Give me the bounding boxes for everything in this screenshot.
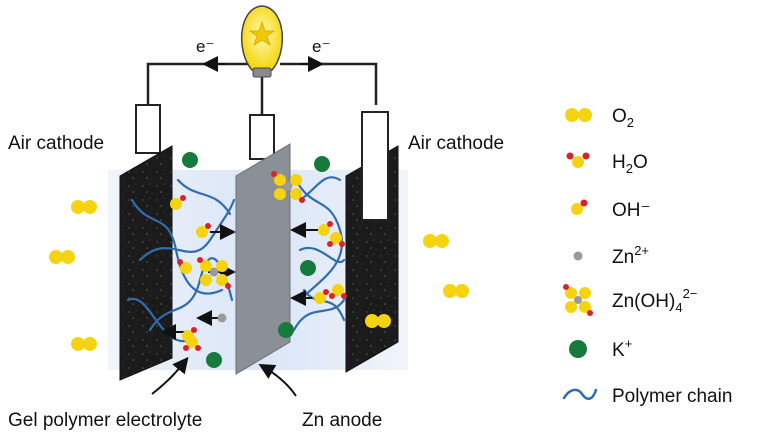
anode-terminal — [249, 114, 275, 160]
k-ion — [314, 156, 330, 172]
o2-molecule — [71, 337, 97, 351]
zincate-ion — [271, 171, 305, 203]
k-ion — [278, 322, 294, 338]
legend: O2 H2O OH⁻ Zn2+ Zn(OH)42− K+ Polymer cha… — [562, 106, 732, 407]
oh-ion — [196, 223, 211, 238]
o2-molecule — [423, 234, 449, 248]
wire-left — [146, 62, 250, 105]
anode-callout — [258, 364, 297, 397]
zn-ion — [217, 313, 227, 323]
o2-molecule — [49, 250, 75, 264]
oh-ion — [177, 259, 192, 274]
svg-text:OH⁻: OH⁻ — [612, 200, 651, 221]
svg-text:K+: K+ — [612, 336, 632, 361]
svg-text:Zn2+: Zn2+ — [612, 243, 649, 268]
svg-text:O2: O2 — [612, 106, 634, 130]
polymer-chains — [126, 176, 346, 343]
legend-item-k: K+ — [569, 336, 632, 361]
o2-molecule — [443, 284, 469, 298]
k-ion — [182, 152, 198, 168]
o2-molecule — [365, 314, 391, 328]
svg-text:Polymer chain: Polymer chain — [612, 386, 732, 407]
oh-ion — [318, 221, 333, 236]
left-air-cathode — [119, 104, 173, 381]
zn-anode-plate — [235, 114, 291, 375]
lightbulb-icon — [240, 5, 284, 78]
electron-label-right: e⁻ — [312, 37, 330, 56]
anode-label: Zn anode — [302, 410, 382, 431]
legend-item-zn2: Zn2+ — [573, 243, 649, 268]
electron-label-left: e⁻ — [196, 37, 214, 56]
oh-ion — [314, 289, 329, 304]
o2-molecule — [71, 200, 97, 214]
k-ion — [206, 352, 222, 368]
legend-item-oh: OH⁻ — [571, 199, 651, 221]
svg-text:H2O: H2O — [612, 152, 648, 176]
left-cathode-label: Air cathode — [8, 133, 104, 154]
external-circuit: e⁻ e⁻ — [146, 5, 378, 115]
electrolyte-label: Gel polymer electrolyte — [8, 410, 202, 431]
zincate-ion — [197, 257, 231, 289]
left-cathode-terminal — [135, 104, 161, 154]
molecules-in-cell — [170, 152, 347, 368]
legend-item-h2o: H2O — [566, 152, 648, 176]
svg-text:Zn(OH)42−: Zn(OH)42− — [612, 286, 697, 315]
legend-item-o2: O2 — [565, 106, 634, 130]
right-air-cathode — [345, 111, 399, 373]
k-ion — [300, 260, 316, 276]
water-molecule — [327, 232, 345, 247]
oxygen-molecules-outside — [49, 200, 469, 351]
legend-item-znoh4: Zn(OH)42− — [563, 284, 697, 316]
water-molecule — [329, 284, 347, 299]
water-molecule — [183, 336, 201, 351]
electrolyte-callout — [151, 356, 189, 395]
oh-ion — [170, 195, 186, 210]
legend-item-polymer: Polymer chain — [562, 386, 732, 407]
wire-right — [280, 62, 378, 105]
right-cathode-terminal — [361, 111, 389, 221]
right-cathode-label: Air cathode — [408, 133, 504, 154]
